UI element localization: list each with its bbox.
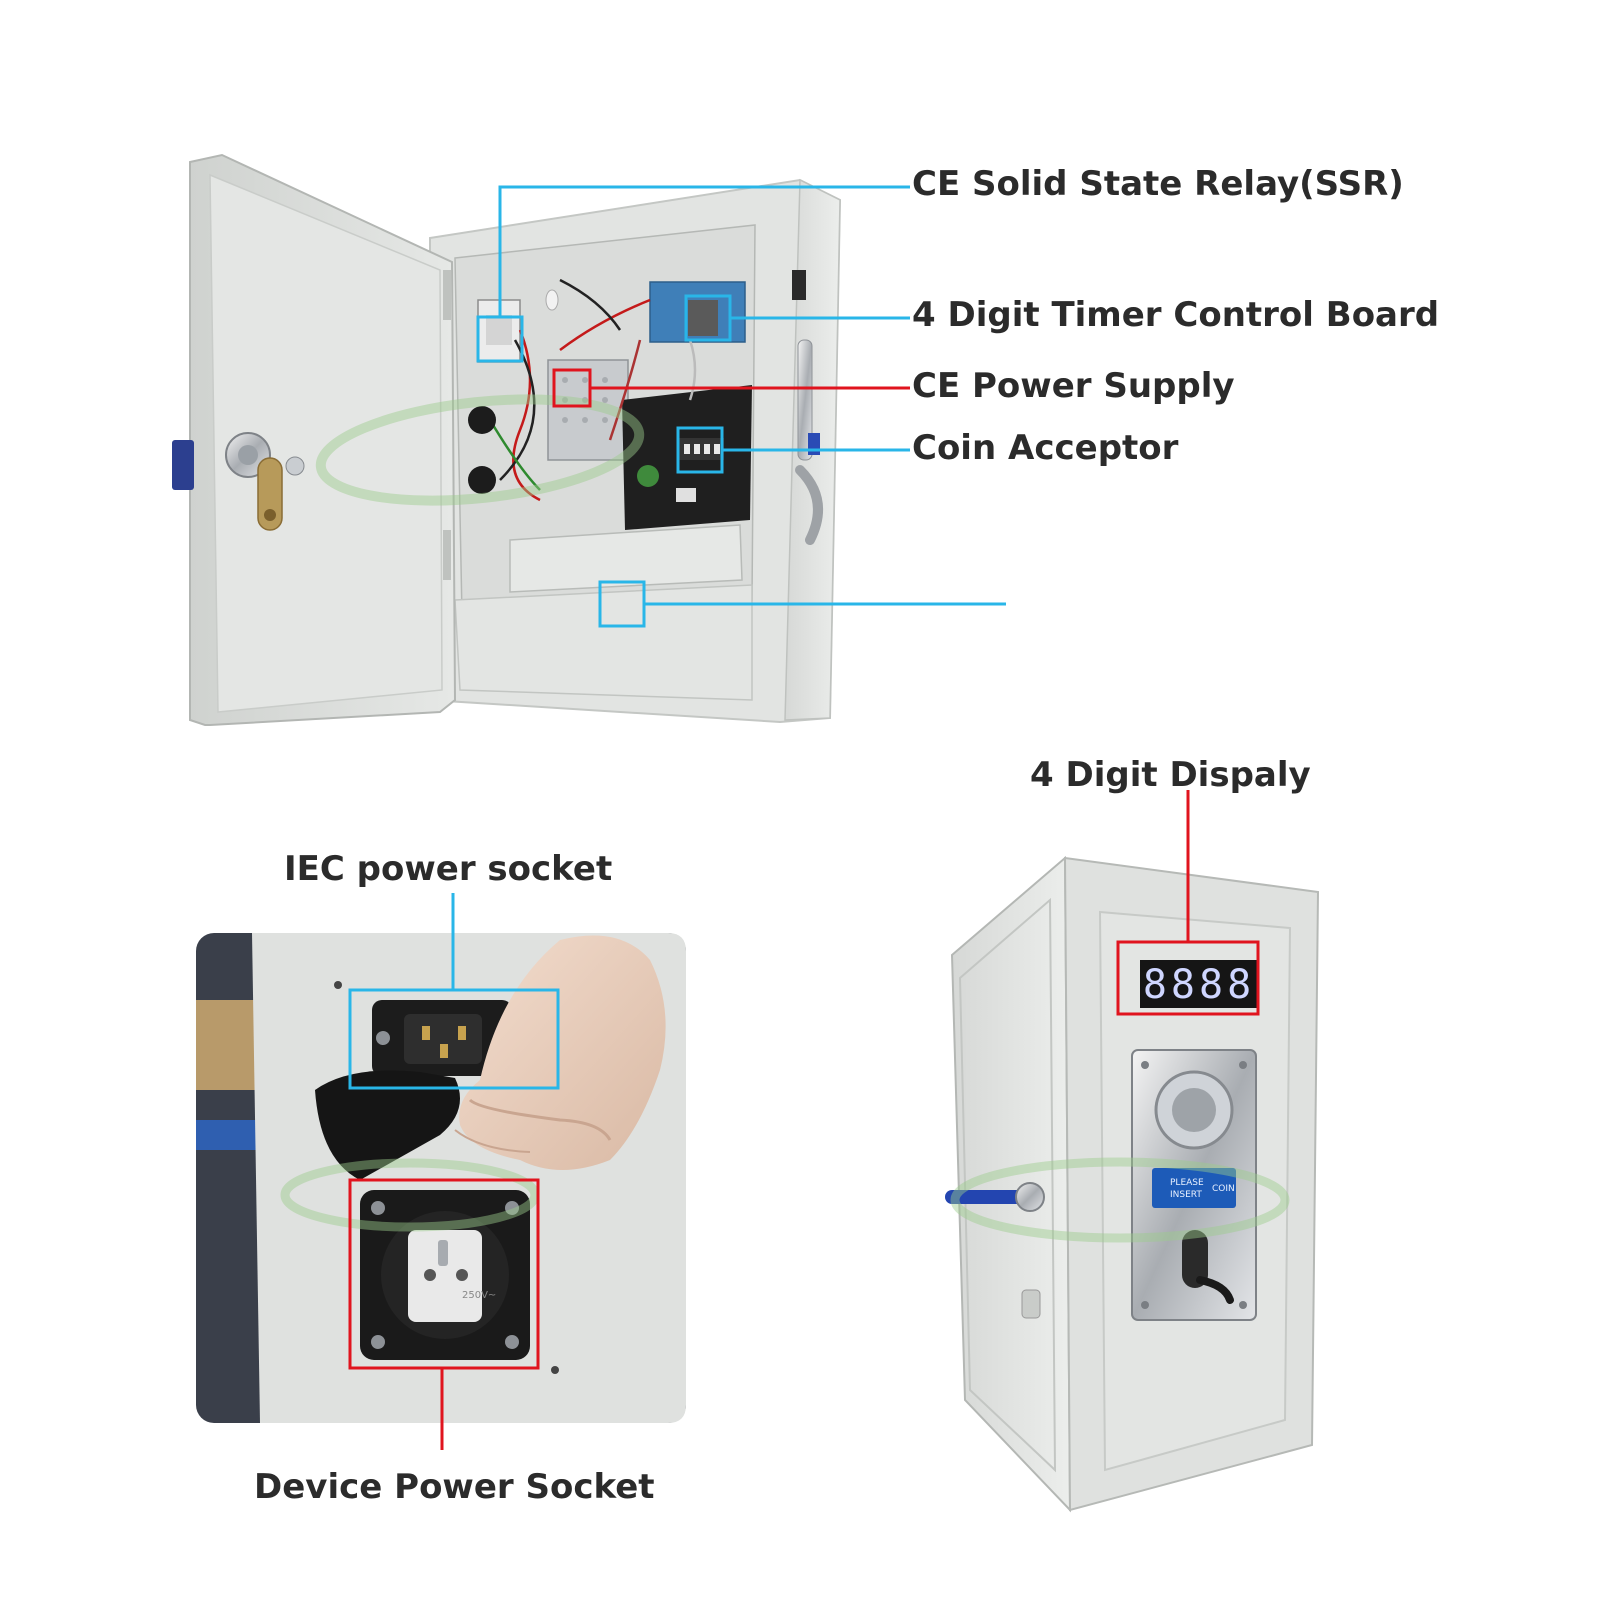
display-digits: 8888 bbox=[1143, 962, 1255, 1008]
open-cabinet bbox=[172, 153, 842, 726]
socket-photo: 250V~ bbox=[196, 933, 686, 1423]
label-iec-socket: IEC power socket bbox=[284, 849, 613, 889]
label-device-socket: Device Power Socket bbox=[254, 1467, 655, 1507]
label-ssr: CE Solid State Relay(SSR) bbox=[912, 164, 1404, 204]
socket-marking: 250V~ bbox=[462, 1290, 496, 1301]
watermark-logo-right bbox=[950, 1157, 1290, 1243]
watermark-logo-top bbox=[315, 394, 645, 506]
callouts-display bbox=[1116, 790, 1260, 1016]
callouts-top bbox=[476, 185, 1006, 628]
callouts-socket bbox=[348, 893, 560, 1450]
coin-plate-line1: PLEASE bbox=[1170, 1178, 1204, 1188]
watermark-logo-left bbox=[280, 1158, 540, 1232]
label-timer-board: 4 Digit Timer Control Board bbox=[912, 295, 1440, 335]
label-digit-display: 4 Digit Dispaly bbox=[1030, 755, 1311, 795]
closed-cabinet: 8888 PLEASE INSERT COIN bbox=[945, 855, 1320, 1513]
coin-plate-line3: COIN bbox=[1212, 1184, 1235, 1194]
label-coin-acceptor: Coin Acceptor bbox=[912, 428, 1179, 468]
coin-plate-line2: INSERT bbox=[1170, 1190, 1202, 1200]
label-power-supply: CE Power Supply bbox=[912, 366, 1235, 406]
